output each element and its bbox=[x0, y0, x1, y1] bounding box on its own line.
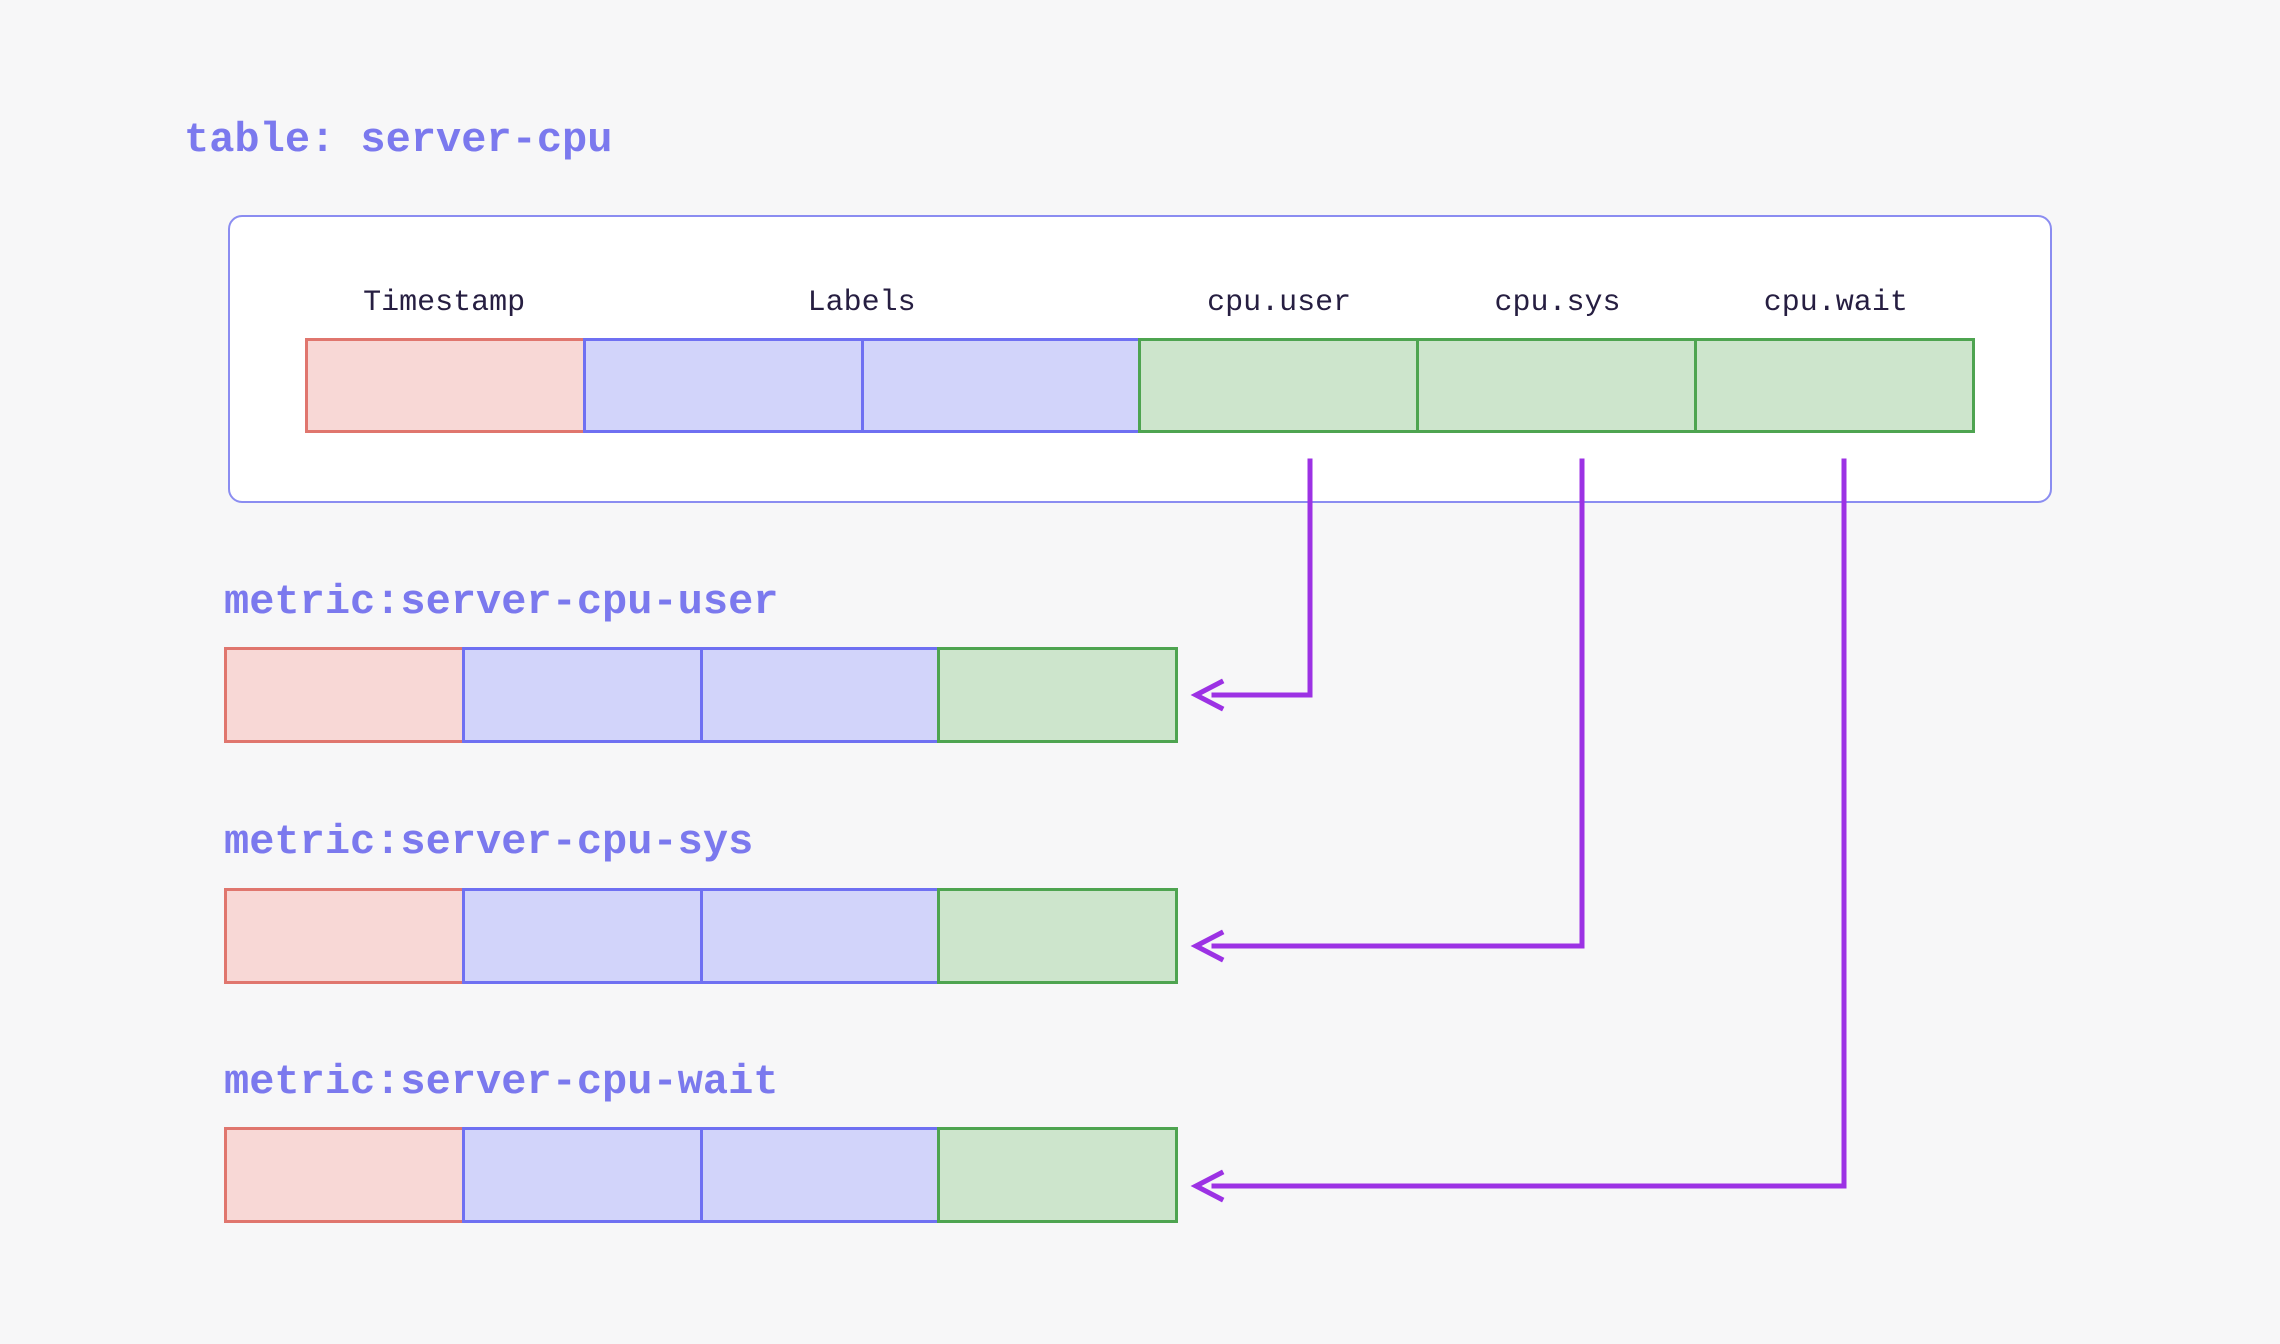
timestamp-cell bbox=[224, 888, 465, 984]
value-cell bbox=[937, 647, 1178, 743]
arrowhead-icon bbox=[1190, 1169, 1225, 1203]
table-row bbox=[305, 338, 1975, 433]
column-header-labels: Labels bbox=[807, 286, 916, 320]
timestamp-cell bbox=[224, 1127, 465, 1223]
labels-cell bbox=[860, 338, 1142, 433]
column-header-cpu-sys: cpu.sys bbox=[1494, 286, 1621, 320]
arrow-line bbox=[1211, 458, 1585, 949]
labels-cell bbox=[699, 647, 941, 743]
column-header-cpu-user: cpu.user bbox=[1207, 286, 1352, 320]
arrow-line bbox=[1211, 458, 1847, 1189]
value-cell bbox=[937, 1127, 1178, 1223]
column-header-cpu-wait: cpu.wait bbox=[1763, 286, 1908, 320]
metric-sys-row bbox=[224, 888, 1178, 984]
arrow-cpu-sys-to-metric bbox=[1190, 458, 1585, 963]
column-header-timestamp: Timestamp bbox=[363, 286, 526, 320]
arrow-cpu-wait-to-metric bbox=[1190, 458, 1847, 1203]
labels-cell bbox=[461, 647, 703, 743]
table-panel: Timestamp Labels cpu.user cpu.sys cpu.wa… bbox=[228, 215, 2052, 503]
labels-cell bbox=[461, 888, 703, 984]
timestamp-cell bbox=[224, 647, 465, 743]
metric-wait-label: metric:server-cpu-wait bbox=[224, 1058, 779, 1106]
labels-cell bbox=[699, 1127, 941, 1223]
metric-wait-row bbox=[224, 1127, 1178, 1223]
table-header-row: Timestamp Labels cpu.user cpu.sys cpu.wa… bbox=[305, 285, 1975, 321]
arrowhead-icon bbox=[1190, 678, 1225, 712]
labels-cell bbox=[582, 338, 864, 433]
metric-sys-label: metric:server-cpu-sys bbox=[224, 818, 754, 866]
metric-user-row bbox=[224, 647, 1178, 743]
value-cell bbox=[1694, 338, 1975, 433]
value-cell bbox=[937, 888, 1178, 984]
table-title: table: server-cpu bbox=[184, 116, 613, 164]
arrowhead-icon bbox=[1190, 929, 1225, 963]
labels-cell bbox=[699, 888, 941, 984]
value-cell bbox=[1138, 338, 1420, 433]
value-cell bbox=[1416, 338, 1698, 433]
metric-user-label: metric:server-cpu-user bbox=[224, 578, 779, 626]
timestamp-cell bbox=[305, 338, 586, 433]
labels-cell bbox=[461, 1127, 703, 1223]
